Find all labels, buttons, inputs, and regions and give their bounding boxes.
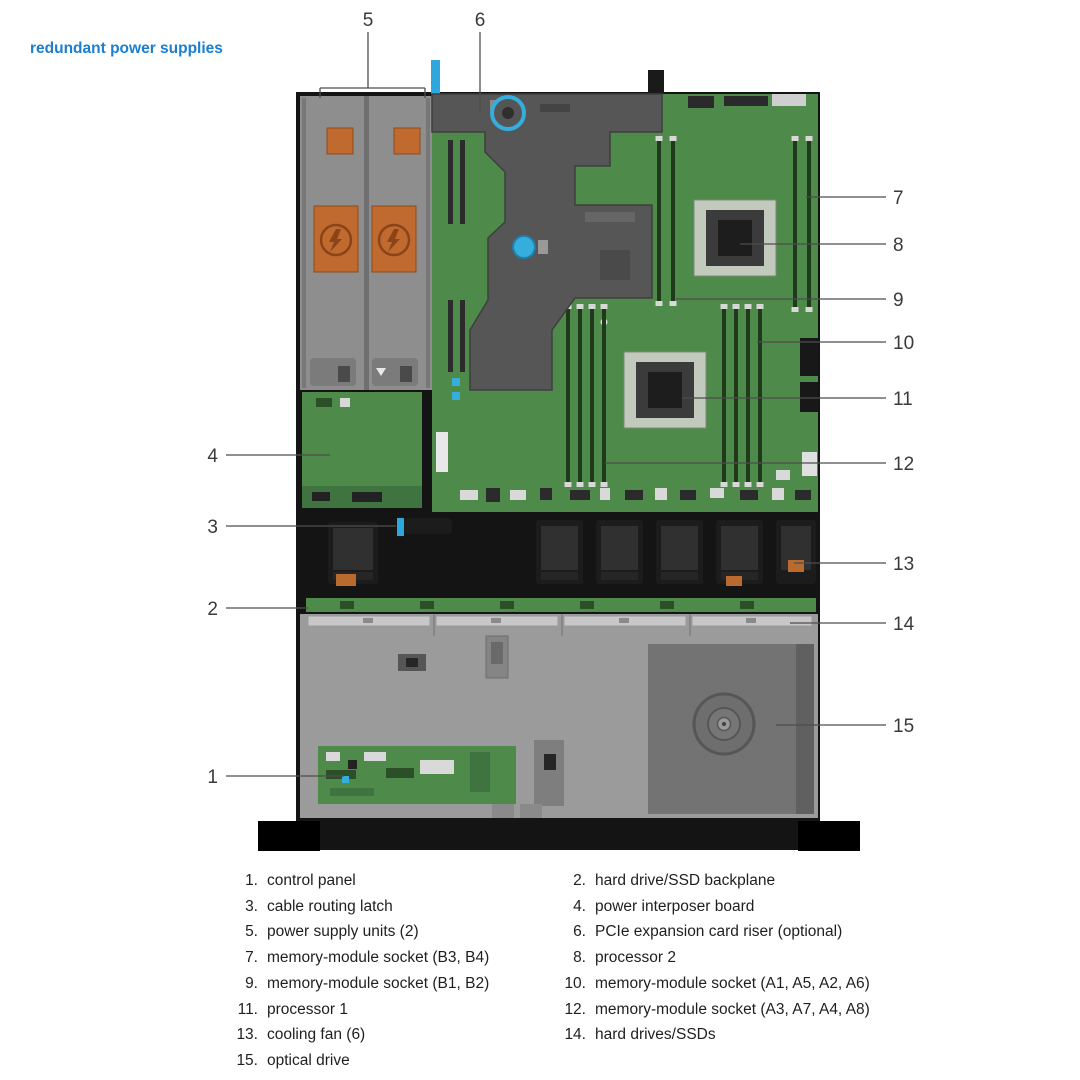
legend-label: memory-module socket (B3, B4) [267,949,490,967]
legend-label: optical drive [267,1051,350,1069]
callout-number-11: 11 [893,389,913,410]
hard-drive-backplane [306,598,816,612]
legend-label: power interposer board [595,897,755,915]
legend-label: hard drive/SSD backplane [595,872,776,889]
callout-number-1: 1 [207,767,218,788]
legend-number: 9. [245,974,258,992]
legend-number: 5. [245,923,258,941]
legend-label: memory-module socket (B1, B2) [267,974,490,992]
memory-sockets-b1-b2 [655,136,677,306]
cooling-fan [536,520,583,584]
legend-label: memory-module socket (A1, A5, A2, A6) [595,974,870,992]
legend-item-8: 8. processor 2 [560,945,1020,971]
legend-label: cooling fan (6) [267,1026,366,1044]
psu-power-icon [313,205,359,273]
hard-drive-bay [300,614,818,818]
legend-item-4: 4. power interposer board [560,894,1020,920]
legend-item-6: 6. PCIe expansion card riser (optional) [560,919,1020,945]
server-diagram: 5 6 4 3 2 1 7 8 9 10 11 12 13 [207,10,915,851]
legend-item-9: 9. memory-module socket (B1, B2) [232,971,562,997]
callout-number-3: 3 [207,517,218,538]
callout-number-8: 8 [893,235,904,256]
legend-item-1: 1. control panel [232,868,562,894]
legend-number: 1. [245,872,258,889]
callout-number-13: 13 [893,554,914,575]
legend-label: processor 2 [595,949,676,967]
legend-item-14: 14. hard drives/SSDs [560,1022,1020,1048]
legend-number: 3. [245,897,258,915]
callout-number-9: 9 [893,290,904,311]
cooling-fan [716,520,763,586]
psu-orange-tab [393,127,421,155]
legend-item-10: 10. memory-module socket (A1, A5, A2, A6… [560,971,1020,997]
legend-item-11: 11. processor 1 [232,997,562,1023]
callouts: 5 6 4 3 2 1 7 8 9 10 11 12 13 [207,10,914,788]
cable-routing-latch [397,518,452,536]
power-interposer-board [302,392,422,508]
legend-label: cable routing latch [267,897,393,915]
control-panel [318,740,564,818]
legend-item-12: 12. memory-module socket (A3, A7, A4, A8… [560,997,1020,1023]
power-supply-units [300,96,432,390]
cooling-fan [596,520,643,584]
legend-item-13: 13. cooling fan (6) [232,1022,562,1048]
psu-divider [364,96,369,390]
legend-item-15: 15. optical drive [232,1048,562,1074]
legend-label: processor 1 [267,1000,348,1018]
riser-touchpoint [512,235,536,259]
cooling-fan [328,522,378,586]
legend-item-2: 2. hard drive/SSD backplane [560,868,1020,894]
psu-marker [376,368,386,376]
optical-drive [648,644,814,814]
legend-number: 4. [573,897,586,915]
memory-sockets-b3-b4 [791,136,813,312]
callout-number-12: 12 [893,454,914,475]
callout-number-10: 10 [893,333,914,354]
callout-number-7: 7 [893,188,904,209]
callout-number-14: 14 [893,614,915,635]
cooling-fans [328,520,816,586]
legend-item-5: 5. power supply units (2) [232,919,562,945]
processor-2 [693,199,777,277]
psu-orange-tab [326,127,354,155]
legend-label: hard drives/SSDs [595,1026,716,1044]
leader-5 [319,32,426,98]
hard-drives [307,615,813,627]
processor-1 [623,351,707,429]
callout-number-2: 2 [207,599,218,620]
riser-release-tab [431,60,440,94]
legend-column-left: 1. control panel 3. cable routing latch … [232,868,562,1074]
pcie-riser [431,93,663,391]
legend-number: 12. [564,1000,586,1018]
memory-sockets-a3-a7-a4-a8 [564,304,608,487]
legend-number: 6. [573,923,586,941]
chassis-base-bar [258,824,860,850]
legend-number: 8. [573,949,586,967]
legend-item-3: 3. cable routing latch [232,894,562,920]
legend-number: 15. [236,1051,258,1069]
legend-label: control panel [267,872,356,889]
legend-number: 14. [564,1026,586,1044]
callout-number-15: 15 [893,716,914,737]
legend-number: 7. [245,949,258,967]
legend-label: power supply units (2) [267,923,419,941]
top-latch [648,70,664,94]
cooling-fan [656,520,703,584]
legend-number: 2. [573,872,586,889]
legend-item-7: 7. memory-module socket (B3, B4) [232,945,562,971]
legend-number: 10. [564,974,586,992]
legend-number: 11. [237,1000,258,1018]
psu-power-icon [371,205,417,273]
legend-label: memory-module socket (A3, A7, A4, A8) [595,1000,870,1018]
page-title: redundant power supplies [30,40,223,57]
legend-label: PCIe expansion card riser (optional) [595,923,843,941]
legend-column-right: 2. hard drive/SSD backplane 4. power int… [560,868,1020,1048]
memory-sockets-a1-a5-a2-a6 [720,304,764,487]
legend-number: 13. [236,1026,258,1044]
board-details [436,94,818,502]
cooling-fan [776,520,816,584]
callout-number-6: 6 [475,10,486,31]
callout-number-5: 5 [363,10,374,31]
callout-number-4: 4 [207,446,218,467]
